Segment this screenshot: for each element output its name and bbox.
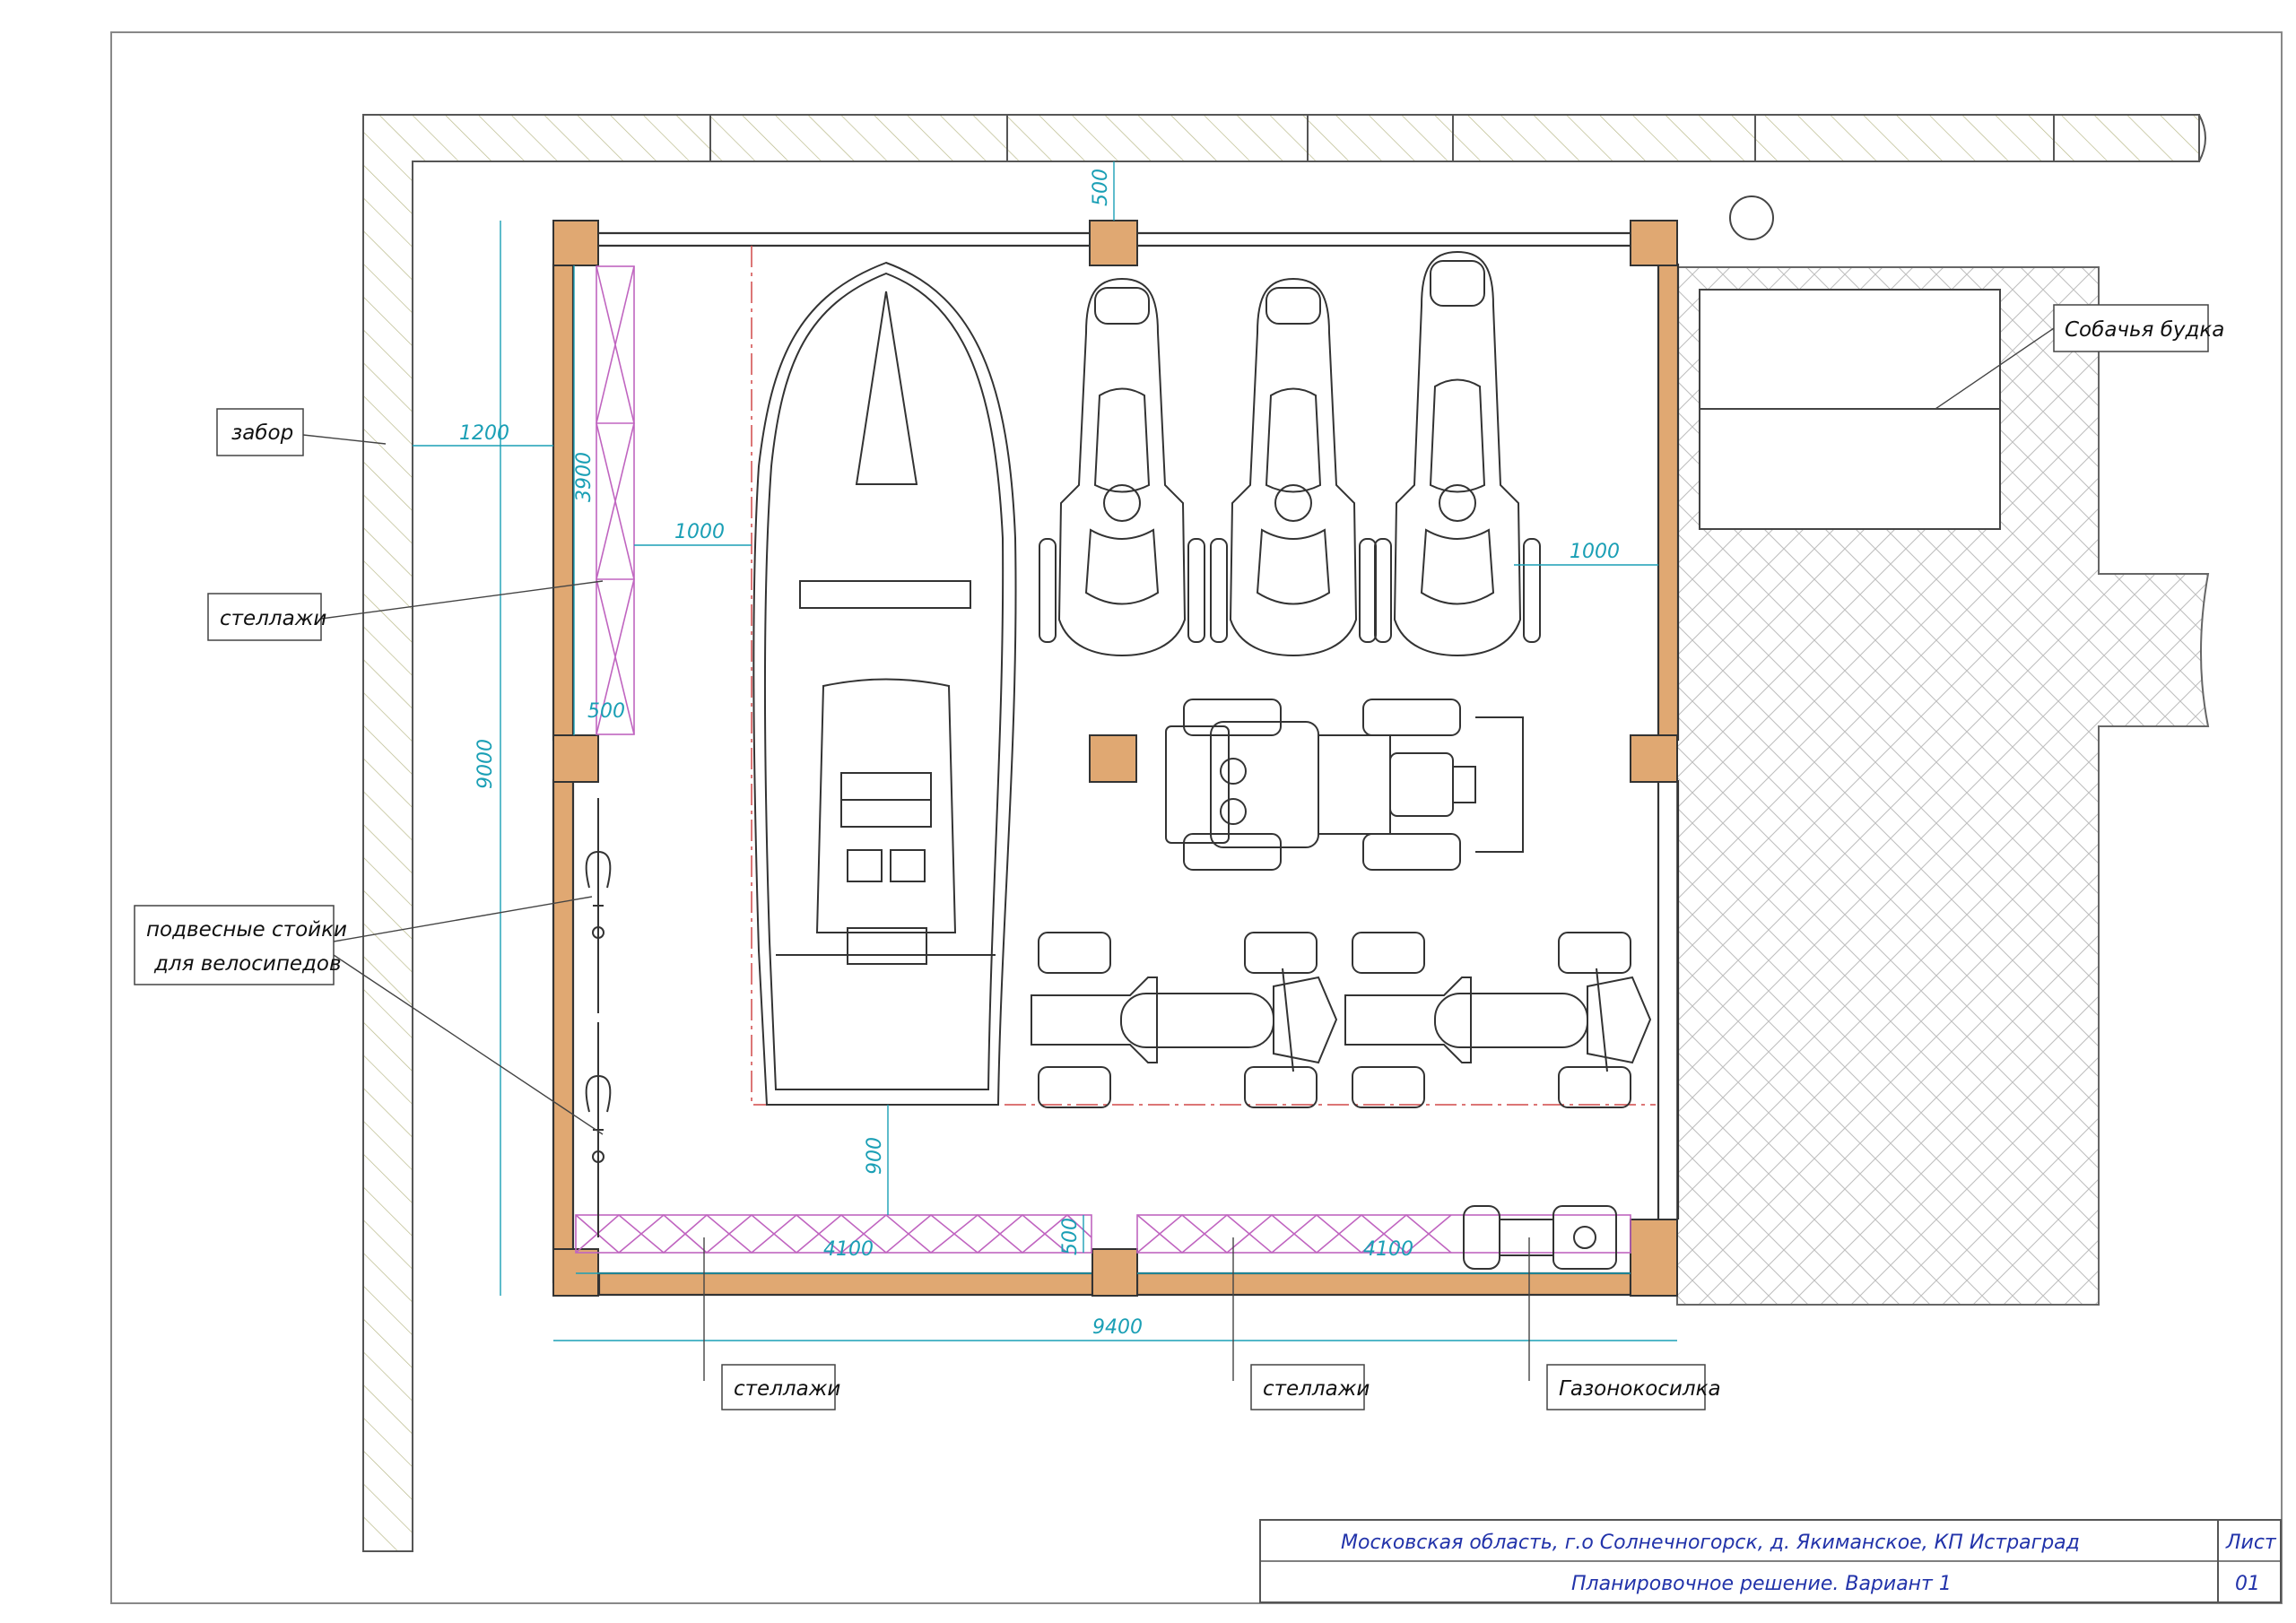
callout-dog-house: Собачья будка [2053,304,2224,352]
svg-text:Газонокосилка: Газонокосилка [1559,1377,1721,1401]
svg-text:стеллажи: стеллажи [1263,1377,1370,1401]
jet-ski [1039,277,1205,657]
column-bottom-left [552,1248,599,1297]
column-mid-center [1089,734,1137,783]
svg-text:для велосипедов: для велосипедов [153,952,342,976]
callout-shelves-left: стеллажи [207,593,326,641]
dim-shelf-length: 3900 [573,452,596,502]
sheet-number: 01 [2235,1573,2260,1595]
dim-height-total: 9000 [474,739,497,789]
dimension-lines [413,161,1677,1341]
callout-bike-racks: подвесные стойки для велосипедов [134,905,347,985]
dog-house [1699,289,2001,530]
atv [1344,932,1652,1108]
dim-bottom-shelf-1: 4100 [823,1238,874,1261]
dim-aisle-right: 1000 [1570,541,1620,563]
svg-text:Собачья будка: Собачья будка [2065,318,2224,342]
dim-shelf-depth-bottom: 500 [1059,1218,1082,1255]
column-mid-right [1630,734,1678,783]
column-bottom-right [1630,1219,1678,1297]
fence-wall [362,114,2206,1552]
column-mid-left [552,734,599,783]
callout-shelves-bottom-2: стеллажи [1250,1364,1370,1410]
svg-text:подвесные стойки: подвесные стойки [146,918,347,942]
columns [552,220,1678,1297]
atv [1031,932,1338,1108]
title-subtitle: Планировочное решение. Вариант 1 [1571,1573,1952,1595]
column-top-right [1630,220,1678,266]
parking-zone-outline [751,246,1656,1106]
svg-text:стеллажи: стеллажи [220,607,326,630]
dim-fence-offset: 1200 [459,422,509,445]
mini-tractor [1165,699,1524,871]
column-top-middle [1089,220,1138,266]
bicycle [585,798,612,1013]
dim-top-gap: 500 [1090,169,1112,206]
sheet-label: Лист [2225,1532,2277,1554]
column-top-left [552,220,599,266]
svg-text:забор: забор [231,421,293,445]
jet-ski [1374,250,1541,657]
dim-bottom-shelf-2: 4100 [1363,1238,1413,1261]
callout-mower: Газонокосилка [1546,1364,1721,1410]
callout-fence: забор [216,408,304,456]
shelving-bottom [575,1213,1631,1254]
dim-boat-gap: 900 [864,1137,886,1175]
title-block: Московская область, г.о Солнечногорск, д… [1259,1519,2282,1603]
bicycle [585,1022,612,1237]
dim-width-total: 9400 [1092,1316,1143,1339]
jet-ski [1210,277,1377,657]
lawn-mower [1463,1205,1617,1270]
leader-lines [302,327,2055,1381]
title-address: Московская область, г.о Солнечногорск, д… [1341,1532,2080,1554]
callout-shelves-bottom-1: стеллажи [721,1364,840,1410]
dim-shelf-depth-left: 500 [587,700,625,723]
sheet-frame [110,31,2283,1604]
boat [752,261,1017,1106]
column-bottom-middle [1091,1248,1138,1297]
svg-text:стеллажи: стеллажи [734,1377,840,1401]
dim-aisle-left: 1000 [674,521,725,543]
shelving-left [596,265,635,735]
round-object [1729,195,1774,240]
